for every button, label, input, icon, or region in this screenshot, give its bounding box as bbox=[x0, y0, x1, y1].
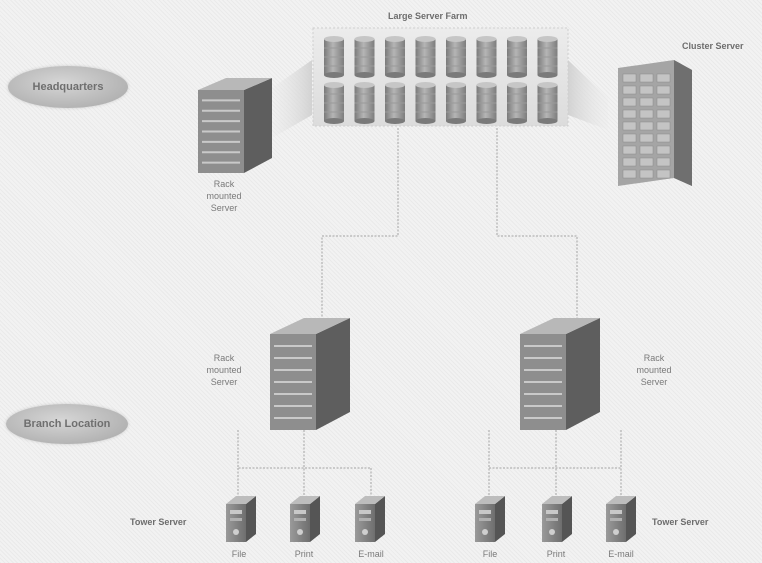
tower-server-icon bbox=[542, 496, 572, 542]
cluster-server-label: Cluster Server bbox=[682, 41, 744, 51]
rack-label-line-1: Rack bbox=[643, 353, 665, 363]
farm-server-unit bbox=[324, 82, 344, 124]
rack-label-line-2: mounted bbox=[206, 365, 242, 375]
rack-label-line-3: Server bbox=[640, 377, 668, 387]
farm-server-unit bbox=[385, 36, 405, 78]
tower-server-icon bbox=[226, 496, 256, 542]
rack-label-line-3: Server bbox=[210, 203, 238, 213]
print-label-right: Print bbox=[546, 549, 566, 559]
rack-server-label-hq: Rack mounted Server bbox=[196, 178, 252, 214]
rack-server-icon-branch-left bbox=[270, 318, 350, 430]
rack-label-line-2: mounted bbox=[206, 191, 242, 201]
server-farm-enclosure bbox=[312, 27, 569, 127]
farm-server-unit bbox=[415, 36, 436, 78]
farm-server-unit bbox=[354, 36, 375, 78]
tower-server-label-left: Tower Server bbox=[130, 517, 187, 527]
farm-server-unit bbox=[476, 82, 497, 124]
connector-lines bbox=[237, 128, 622, 496]
email-label-left: E-mail bbox=[358, 549, 384, 559]
farm-server-unit bbox=[507, 82, 527, 124]
link-farm-to-branch-left bbox=[321, 128, 399, 318]
farm-server-unit bbox=[476, 36, 497, 78]
server-farm-title: Large Server Farm bbox=[388, 11, 468, 21]
tower-server-icon bbox=[355, 496, 385, 542]
cluster-server-icon bbox=[618, 60, 692, 186]
farm-link-right bbox=[568, 60, 608, 130]
farm-server-unit bbox=[537, 82, 558, 124]
farm-server-unit bbox=[385, 82, 405, 124]
rack-server-label-branch-left: Rack mounted Server bbox=[196, 352, 252, 388]
print-label-left: Print bbox=[294, 549, 314, 559]
farm-server-unit bbox=[354, 82, 375, 124]
rack-server-label-branch-right: Rack mounted Server bbox=[624, 352, 684, 388]
farm-server-unit bbox=[507, 36, 527, 78]
headquarters-badge: Headquarters bbox=[8, 66, 128, 108]
farm-link-left bbox=[272, 60, 312, 138]
rack-server-icon-hq bbox=[198, 78, 272, 173]
rack-label-line-2: mounted bbox=[636, 365, 672, 375]
farm-server-unit bbox=[446, 36, 466, 78]
rack-server-icon-branch-right bbox=[520, 318, 600, 430]
rack-label-line-3: Server bbox=[210, 377, 238, 387]
rack-label-line-1: Rack bbox=[213, 353, 235, 363]
email-label-right: E-mail bbox=[608, 549, 634, 559]
rack-label-line-1: Rack bbox=[213, 179, 235, 189]
tower-server-label-right: Tower Server bbox=[652, 517, 709, 527]
branch-location-badge: Branch Location bbox=[6, 404, 128, 444]
farm-server-unit bbox=[537, 36, 558, 78]
large-server-farm bbox=[312, 27, 569, 127]
tower-server-icon bbox=[606, 496, 636, 542]
farm-server-unit bbox=[324, 36, 344, 78]
farm-server-unit bbox=[415, 82, 436, 124]
link-farm-to-branch-right bbox=[496, 128, 578, 318]
tower-server-icon bbox=[475, 496, 505, 542]
link-rack-left-to-towers bbox=[237, 430, 371, 469]
file-label-right: File bbox=[482, 549, 498, 559]
tower-server-icon bbox=[290, 496, 320, 542]
farm-server-unit bbox=[446, 82, 466, 124]
file-label-left: File bbox=[231, 549, 247, 559]
